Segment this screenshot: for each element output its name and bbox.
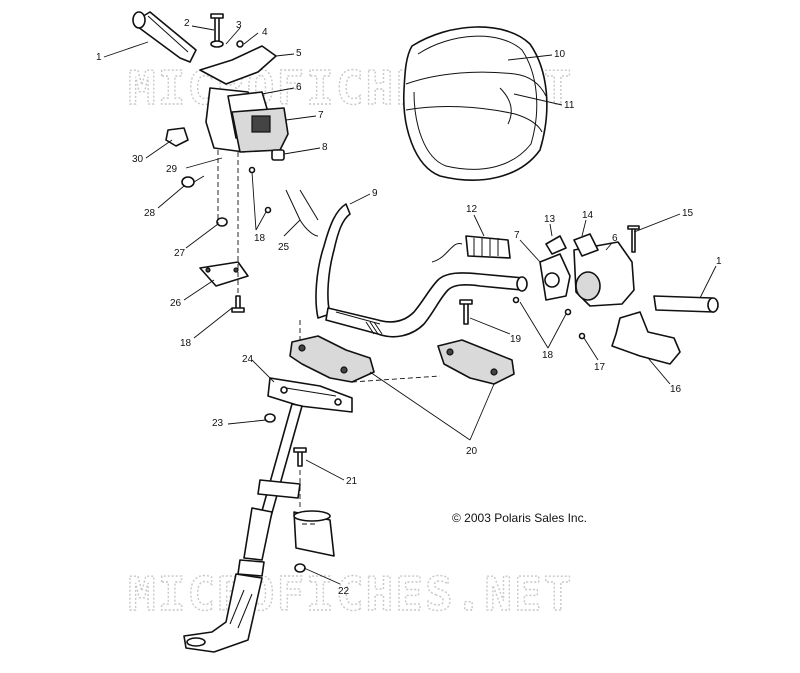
callout-25: 25 — [278, 242, 290, 253]
callout-7-left: 7 — [318, 110, 324, 121]
watermark-bottom: MICROFICHES.NET — [128, 567, 573, 621]
copyright-notice: © 2003 Polaris Sales Inc. — [452, 511, 587, 525]
callout-24: 24 — [242, 354, 254, 365]
center-fasteners — [264, 413, 335, 573]
callout-1-right: 1 — [716, 256, 722, 267]
callout-17: 17 — [594, 362, 606, 373]
callout-9: 9 — [372, 188, 378, 199]
right-housing — [431, 233, 635, 307]
handlebar — [315, 203, 528, 338]
callout-13: 13 — [544, 214, 556, 225]
callout-20: 20 — [466, 446, 478, 457]
callout-19: 19 — [510, 334, 522, 345]
callout-10: 10 — [554, 49, 566, 60]
left-fasteners — [165, 13, 319, 313]
callout-26: 26 — [170, 298, 182, 309]
callout-6-right: 6 — [612, 233, 618, 244]
callout-30: 30 — [132, 154, 144, 165]
left-grip — [132, 11, 197, 63]
callout-4: 4 — [262, 27, 268, 38]
callout-8: 8 — [322, 142, 328, 153]
callouts: 1 2 3 4 5 6 7 8 9 10 11 12 13 14 15 7 6 … — [96, 18, 722, 597]
callout-1-left: 1 — [96, 52, 102, 63]
leader-lines — [103, 25, 717, 585]
callout-12: 12 — [466, 204, 478, 215]
callout-3: 3 — [236, 20, 242, 31]
callout-28: 28 — [144, 208, 156, 219]
handlebar-clamps — [289, 335, 515, 385]
callout-22: 22 — [338, 586, 350, 597]
callout-11: 11 — [564, 100, 575, 111]
callout-6-left: 6 — [296, 82, 302, 93]
right-brake-lever — [459, 225, 681, 365]
callout-5: 5 — [296, 48, 302, 59]
callout-7-right: 7 — [514, 230, 520, 241]
right-grip — [653, 295, 719, 313]
callout-18-right: 18 — [542, 350, 554, 361]
callout-15: 15 — [682, 208, 694, 219]
alignment-lines — [217, 150, 441, 525]
callout-23: 23 — [212, 418, 224, 429]
callout-2: 2 — [184, 18, 190, 29]
callout-14: 14 — [582, 210, 594, 221]
steering-post — [183, 377, 353, 653]
callout-21: 21 — [346, 476, 358, 487]
callout-18-top: 18 — [254, 233, 266, 244]
callout-18-bottom: 18 — [180, 338, 192, 349]
callout-29: 29 — [166, 164, 178, 175]
windshield — [403, 26, 548, 181]
callout-27: 27 — [174, 248, 186, 259]
callout-16: 16 — [670, 384, 682, 395]
